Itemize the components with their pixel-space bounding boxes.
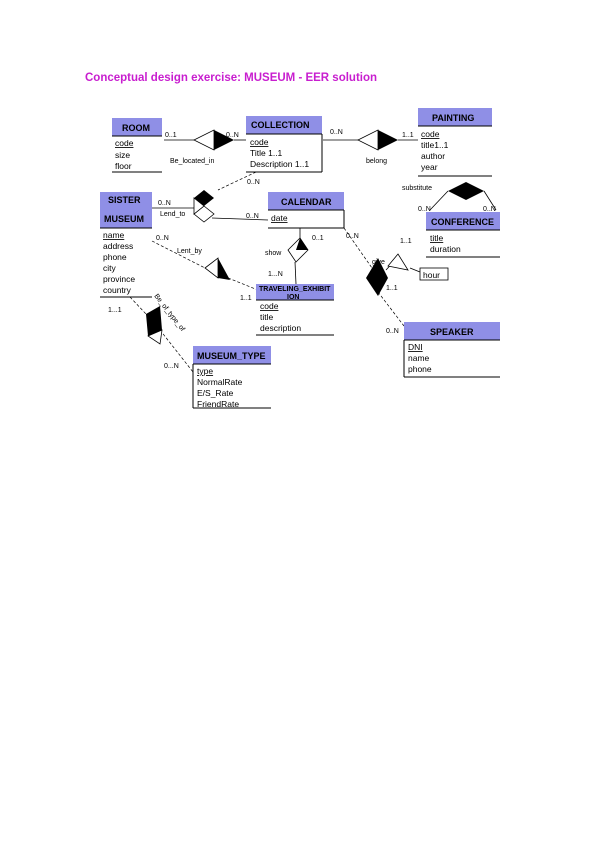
card-type-type: 0...N bbox=[164, 363, 179, 370]
card-cal-give: 0..N bbox=[346, 233, 359, 240]
card-conf-give: 1..1 bbox=[400, 238, 412, 245]
label-give: give bbox=[372, 259, 385, 266]
svg-text:title: title bbox=[430, 233, 444, 243]
svg-text:Description 1..1: Description 1..1 bbox=[250, 159, 309, 169]
card-room-loc: 0..1 bbox=[165, 132, 177, 139]
rel-be-located-in bbox=[193, 129, 234, 151]
svg-text:phone: phone bbox=[408, 364, 432, 374]
svg-text:year: year bbox=[421, 162, 438, 172]
svg-text:SISTER: SISTER bbox=[108, 195, 141, 205]
line-give-hour bbox=[409, 267, 421, 273]
svg-text:DNI: DNI bbox=[408, 342, 423, 352]
svg-text:COLLECTION: COLLECTION bbox=[251, 120, 310, 130]
svg-text:duration: duration bbox=[430, 244, 461, 254]
rel-lend-to bbox=[193, 190, 215, 223]
entity-room: ROOM code size floor bbox=[112, 118, 162, 173]
svg-text:E/S_Rate: E/S_Rate bbox=[197, 388, 234, 398]
card-spk-give1: 1..1 bbox=[386, 285, 398, 292]
line-lentby-traveling bbox=[227, 277, 259, 291]
card-trav-show: 1...N bbox=[268, 271, 283, 278]
svg-text:title1..1: title1..1 bbox=[421, 140, 449, 150]
svg-text:ION: ION bbox=[287, 294, 299, 301]
svg-text:ROOM: ROOM bbox=[122, 123, 150, 133]
label-substitute: substitute bbox=[402, 185, 432, 192]
entity-painting: PAINTING code title1..1 author year bbox=[418, 108, 492, 177]
card-coll-loc: 0..N bbox=[226, 132, 239, 139]
line-substitute-left bbox=[429, 190, 449, 211]
label-lend-to: Lend_to bbox=[160, 211, 185, 218]
card-cal-lend: 0..N bbox=[246, 213, 259, 220]
line-show-traveling bbox=[294, 261, 297, 285]
card-coll-belong: 0..N bbox=[330, 129, 343, 136]
rel-belong bbox=[357, 129, 398, 151]
svg-text:size: size bbox=[115, 150, 130, 160]
card-trav-lentby: 1..1 bbox=[240, 295, 252, 302]
svg-text:NormalRate: NormalRate bbox=[197, 377, 243, 387]
card-cal-show: 0..1 bbox=[312, 235, 324, 242]
line-give-speaker bbox=[377, 291, 405, 327]
svg-text:country: country bbox=[103, 285, 132, 295]
entity-museum-type: MUSEUM_TYPE type NormalRate E/S_Rate Fri… bbox=[192, 346, 271, 409]
svg-text:address: address bbox=[103, 241, 133, 251]
line-lend-calendar bbox=[211, 217, 269, 221]
svg-text:type: type bbox=[197, 366, 213, 376]
line-substitute-right bbox=[483, 190, 497, 211]
svg-text:city: city bbox=[103, 263, 117, 273]
card-sister-lentby: 0..N bbox=[156, 235, 169, 242]
entity-sister-museum: SISTER MUSEUM name address phone city pr… bbox=[100, 192, 152, 298]
svg-text:description: description bbox=[260, 323, 301, 333]
rel-be-of-type-of bbox=[146, 306, 163, 345]
svg-text:code: code bbox=[115, 138, 134, 148]
svg-text:FriendRate: FriendRate bbox=[197, 399, 239, 409]
svg-text:author: author bbox=[421, 151, 445, 161]
rel-show bbox=[287, 237, 309, 263]
line-collection-lend bbox=[217, 171, 257, 191]
svg-text:PAINTING: PAINTING bbox=[432, 113, 474, 123]
svg-text:TRAVELING_EXHIBIT: TRAVELING_EXHIBIT bbox=[259, 286, 331, 293]
hour-attribute: hour bbox=[419, 267, 449, 281]
rel-lent-by bbox=[204, 257, 230, 280]
rel-substitute bbox=[448, 182, 484, 200]
label-belong: belong bbox=[366, 158, 387, 165]
svg-text:CONFERENCE: CONFERENCE bbox=[431, 217, 494, 227]
line-calendar-give bbox=[343, 227, 373, 269]
svg-text:title: title bbox=[260, 312, 274, 322]
svg-text:name: name bbox=[408, 353, 430, 363]
svg-text:MUSEUM_TYPE: MUSEUM_TYPE bbox=[197, 351, 266, 361]
svg-text:MUSEUM: MUSEUM bbox=[104, 214, 144, 224]
svg-text:SPEAKER: SPEAKER bbox=[430, 327, 474, 337]
line-sister-type bbox=[129, 296, 147, 315]
card-sub-right: 0..N bbox=[483, 206, 496, 213]
entity-conference: CONFERENCE title duration bbox=[426, 212, 500, 258]
card-spk-give2: 0..N bbox=[386, 328, 399, 335]
rel-give bbox=[366, 253, 409, 296]
svg-text:hour: hour bbox=[423, 270, 440, 280]
svg-text:code: code bbox=[421, 129, 440, 139]
card-paint-belong: 1..1 bbox=[402, 132, 414, 139]
card-sister-lend: 0..N bbox=[158, 200, 171, 207]
label-show: show bbox=[265, 250, 282, 257]
label-be-located-in: Be_located_in bbox=[170, 158, 214, 165]
svg-text:floor: floor bbox=[115, 161, 132, 171]
label-lent-by: Lent_by bbox=[177, 248, 202, 255]
svg-text:CALENDAR: CALENDAR bbox=[281, 197, 332, 207]
entity-calendar: CALENDAR date bbox=[268, 192, 345, 229]
card-sister-type: 1...1 bbox=[108, 307, 122, 314]
svg-text:name: name bbox=[103, 230, 125, 240]
svg-text:date: date bbox=[271, 213, 288, 223]
card-sub-left: 0..N bbox=[418, 206, 431, 213]
entity-traveling-exhibition: TRAVELING_EXHIBIT ION code title descrip… bbox=[256, 284, 334, 336]
svg-text:province: province bbox=[103, 274, 135, 284]
svg-text:code: code bbox=[250, 137, 269, 147]
entity-speaker: SPEAKER DNI name phone bbox=[403, 322, 500, 378]
page-title: Conceptual design exercise: MUSEUM - EER… bbox=[85, 72, 378, 84]
card-coll-lend: 0..N bbox=[247, 179, 260, 186]
entity-collection: COLLECTION code Title 1..1 Description 1… bbox=[246, 116, 323, 173]
svg-text:phone: phone bbox=[103, 252, 127, 262]
line-type-museumtype bbox=[159, 329, 194, 373]
svg-text:Title 1..1: Title 1..1 bbox=[250, 148, 283, 158]
svg-text:code: code bbox=[260, 301, 279, 311]
